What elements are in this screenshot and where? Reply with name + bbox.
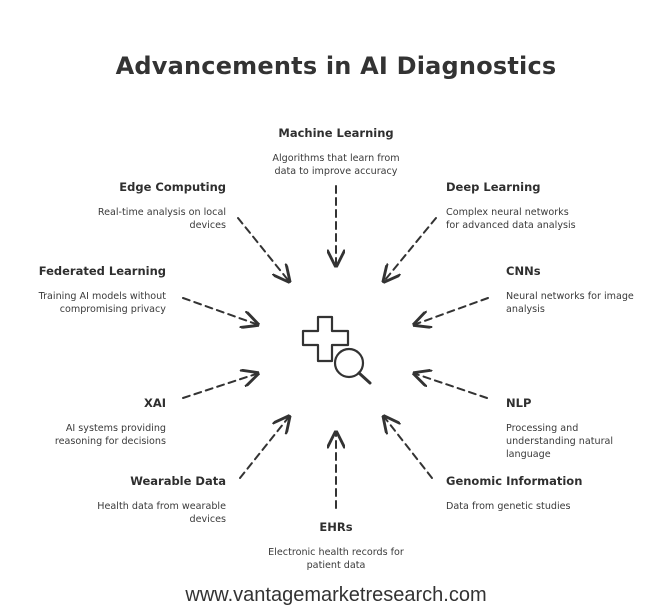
node-description: AI systems providing reasoning for decis…	[6, 422, 166, 448]
desc-line: Electronic health records for	[268, 547, 404, 558]
node-description: Algorithms that learn from data to impro…	[236, 152, 436, 178]
node-description: Training AI models without compromising …	[6, 290, 166, 316]
medical-search-icon	[301, 315, 372, 385]
node-ehrs: EHRs Electronic health records for patie…	[226, 520, 446, 572]
node-description: Real-time analysis on local devices	[26, 206, 226, 232]
node-machine-learning: Machine Learning Algorithms that learn f…	[236, 126, 436, 178]
node-xai: XAI AI systems providing reasoning for d…	[6, 396, 166, 448]
desc-line: compromising privacy	[59, 304, 166, 315]
node-heading: Wearable Data	[130, 474, 226, 488]
node-heading: CNNs	[506, 264, 541, 278]
desc-line: Complex neural networks	[446, 207, 569, 218]
desc-line: reasoning for decisions	[54, 436, 166, 447]
node-wearable-data: Wearable Data Health data from wearable …	[26, 474, 226, 526]
node-description: Electronic health records for patient da…	[226, 546, 446, 572]
node-heading: Machine Learning	[278, 126, 394, 140]
desc-line: language	[506, 449, 551, 460]
arrow-deep-learning	[385, 217, 437, 280]
desc-line: understanding natural	[506, 436, 614, 447]
desc-line: Algorithms that learn from	[272, 153, 400, 164]
desc-line: patient data	[306, 560, 366, 571]
desc-line: for advanced data analysis	[446, 220, 576, 231]
desc-line: AI systems providing	[65, 423, 166, 434]
node-federated-learning: Federated Learning Training AI models wi…	[6, 264, 166, 316]
desc-line: Neural networks for image	[506, 291, 634, 302]
desc-line: Processing and	[506, 423, 579, 434]
node-description: Health data from wearable devices	[26, 500, 226, 526]
desc-line: devices	[189, 514, 226, 525]
node-heading: Federated Learning	[38, 264, 166, 278]
arrow-xai	[182, 374, 256, 399]
node-nlp: NLP Processing and understanding natural…	[506, 396, 666, 461]
arrow-nlp	[416, 374, 488, 399]
node-heading: Genomic Information	[446, 474, 583, 488]
arrow-genomic	[385, 418, 433, 479]
node-genomic-information: Genomic Information Data from genetic st…	[446, 474, 646, 513]
node-edge-computing: Edge Computing Real-time analysis on loc…	[26, 180, 226, 232]
desc-line: Data from genetic studies	[446, 501, 571, 512]
arrow-cnns	[416, 297, 489, 324]
node-heading: Edge Computing	[119, 180, 226, 194]
node-deep-learning: Deep Learning Complex neural networks fo…	[446, 180, 646, 232]
desc-line: analysis	[506, 304, 545, 315]
arrow-edge	[237, 217, 288, 280]
desc-line: Health data from wearable	[97, 501, 226, 512]
node-description: Complex neural networks for advanced dat…	[446, 206, 646, 232]
desc-line: Real-time analysis on local	[97, 207, 226, 218]
node-heading: EHRs	[319, 520, 353, 534]
node-heading: Deep Learning	[446, 180, 541, 194]
node-description: Processing and understanding natural lan…	[506, 422, 666, 461]
arrow-federated	[182, 297, 256, 324]
desc-line: devices	[189, 220, 226, 231]
desc-line: Training AI models without	[38, 291, 166, 302]
arrow-wearable	[239, 418, 288, 479]
footer-url: www.vantagemarketresearch.com	[185, 584, 487, 606]
desc-line: data to improve accuracy	[274, 166, 398, 177]
diagram-title: Advancements in AI Diagnostics	[115, 52, 557, 80]
node-cnns: CNNs Neural networks for image analysis	[506, 264, 666, 316]
node-heading: XAI	[143, 396, 166, 410]
node-description: Neural networks for image analysis	[506, 290, 666, 316]
node-description: Data from genetic studies	[446, 500, 646, 513]
node-heading: NLP	[506, 396, 532, 410]
